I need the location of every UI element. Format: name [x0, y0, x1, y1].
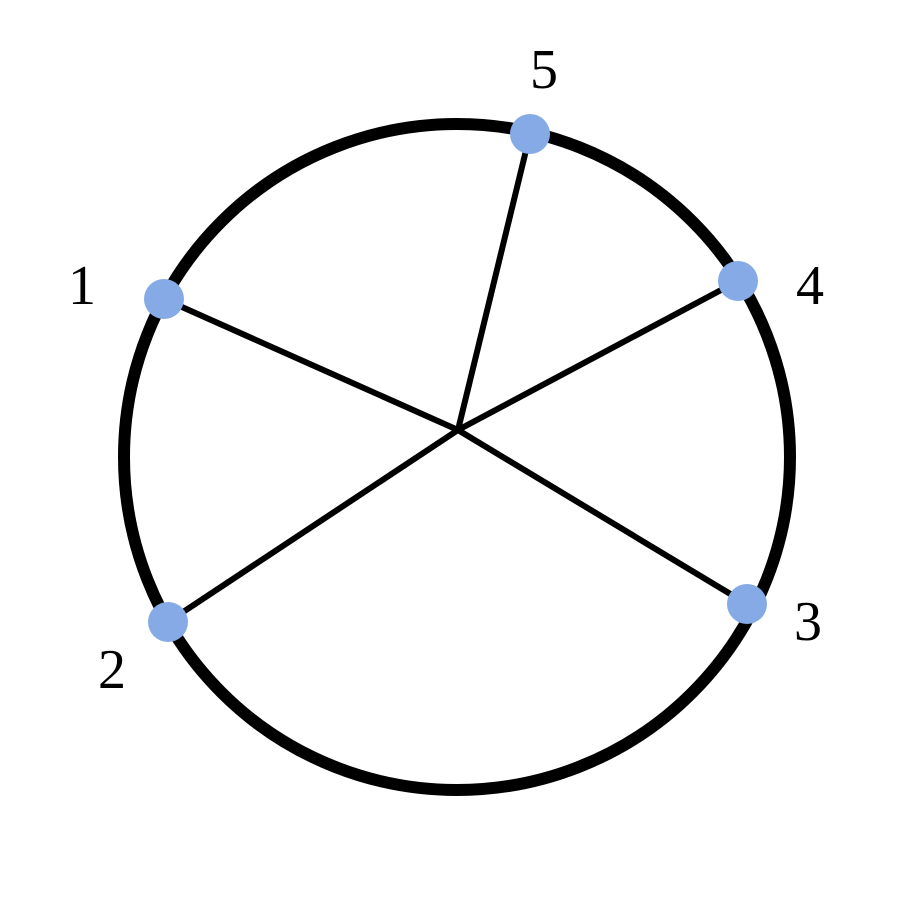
edge-to-node-4 [456, 278, 740, 433]
node-label-3: 3 [794, 591, 822, 653]
edge-to-node-1 [162, 296, 460, 433]
node-4 [718, 261, 758, 301]
node-3 [727, 584, 767, 624]
node-label-1: 1 [68, 255, 96, 317]
node-1 [144, 279, 184, 319]
node-label-4: 4 [796, 255, 824, 317]
edge-to-node-5 [455, 133, 533, 431]
edge-to-node-3 [456, 427, 749, 607]
node-5 [510, 114, 550, 154]
node-2 [148, 602, 188, 642]
node-label-5: 5 [530, 39, 558, 101]
node-label-2: 2 [98, 639, 126, 701]
edge-to-node-2 [166, 427, 460, 625]
outer-circle [118, 118, 796, 796]
